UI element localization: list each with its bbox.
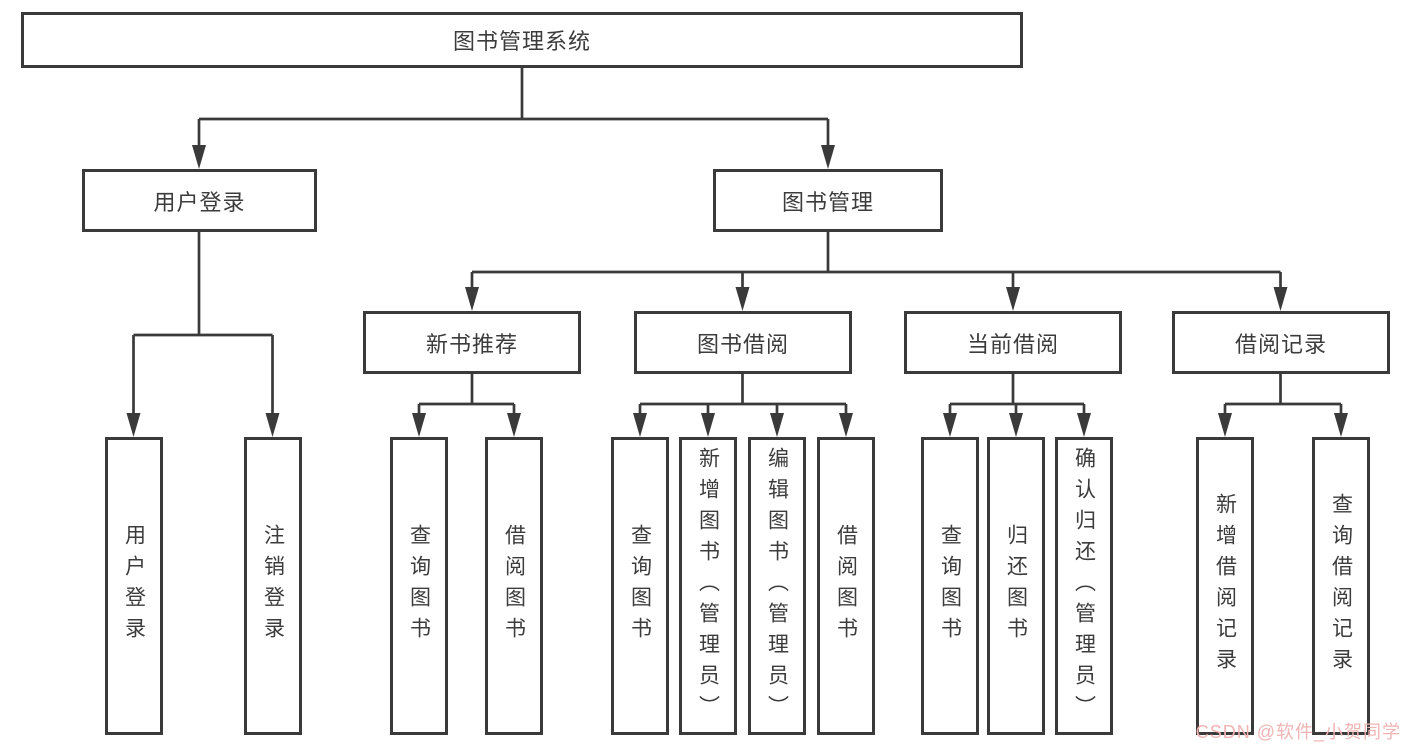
arrowhead-icon [1218,413,1232,437]
arrowhead-icon [412,413,426,437]
edge-path [197,68,830,149]
node-cb-query: 查询图书 [921,437,979,735]
arrowhead-icon [633,413,647,437]
node-ul-logout: 注销登录 [244,437,302,735]
node-cb-return: 归还图书 [987,437,1045,735]
node-borrow-record: 借阅记录 [1172,311,1390,374]
node-bb-edit: 编辑图书（管理员） [748,437,806,735]
node-bb-add: 新增图书（管理员） [679,437,737,735]
arrowhead-icon [821,145,835,169]
node-nb-query: 查询图书 [390,437,448,735]
edge-path [638,374,848,417]
node-new-book-rec: 新书推荐 [363,311,581,374]
arrowhead-icon [465,287,479,311]
arrowhead-icon [770,413,784,437]
node-nb-borrow: 借阅图书 [485,437,543,735]
node-ul-user-login: 用户登录 [105,437,163,735]
arrowhead-icon [1006,287,1020,311]
edge-path [470,232,1282,291]
node-book-mgmt: 图书管理 [713,169,943,232]
node-user-login: 用户登录 [82,169,317,232]
arrowhead-icon [943,413,957,437]
edge-path [132,232,274,417]
edge-path [948,374,1086,417]
watermark: CSDN @软件_小贺同学 [1195,722,1401,742]
arrowhead-icon [1334,413,1348,437]
arrowhead-icon [1009,413,1023,437]
node-br-query: 查询借阅记录 [1312,437,1370,735]
arrowhead-icon [839,413,853,437]
node-current-borrow: 当前借阅 [904,311,1122,374]
edge-path [1223,374,1343,417]
arrowhead-icon [701,413,715,437]
node-br-add: 新增借阅记录 [1196,437,1254,735]
edge-path [417,374,516,417]
node-cb-confirm: 确认归还（管理员） [1055,437,1113,735]
arrowhead-icon [265,413,280,437]
node-book-borrow: 图书借阅 [634,311,852,374]
node-bb-borrow: 借阅图书 [817,437,875,735]
arrowhead-icon [1273,287,1288,311]
arrowhead-icon [1077,413,1091,437]
arrowhead-icon [507,413,521,437]
arrowhead-icon [126,413,141,437]
arrowhead-icon [735,287,750,311]
node-root: 图书管理系统 [21,12,1023,68]
node-bb-query: 查询图书 [611,437,669,735]
arrowhead-icon [192,145,206,169]
